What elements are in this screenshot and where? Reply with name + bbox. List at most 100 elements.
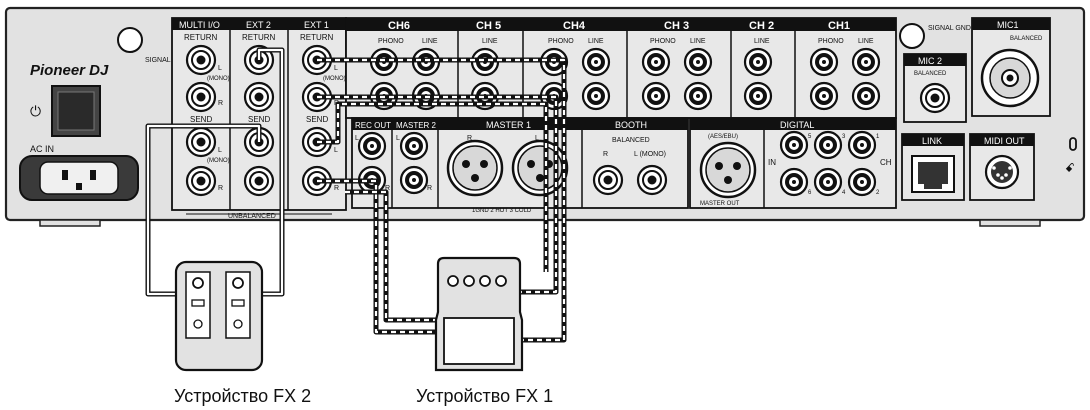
fx-device-1-label: Устройство FX 1 [416,386,554,406]
digital-in-1-rca[interactable] [847,130,877,160]
ch3-line-r-rca[interactable] [683,81,713,111]
ch1-line-r-rca[interactable] [851,81,881,111]
multi-io-return-l-jack[interactable] [185,44,217,76]
ch1-phono-r-rca[interactable] [809,81,839,111]
mic1-label: MIC1 [997,20,1019,30]
mic2-jack[interactable] [919,82,951,114]
ext2-return-r-jack[interactable] [243,81,275,113]
fx2-input-jack[interactable] [192,277,204,289]
fx2-output-jack[interactable] [232,277,244,289]
master1-r-label: R [467,135,472,142]
master1-r-xlr[interactable] [446,139,504,197]
rec-out-l-rca[interactable] [357,131,387,161]
fx1-knob-2[interactable] [463,275,475,287]
pin-legend: 1GND 2 HOT 3 COLD [472,208,532,214]
link-label: LINK [922,136,942,146]
ext1-return-label: RETURN [300,33,334,42]
digital-master-out-xlr[interactable] [699,141,757,199]
signal-gnd-label-left: SIGNAL GND [145,57,188,64]
cable-fx1-return-b [317,94,559,295]
rec-out-label: REC OUT [355,121,391,130]
ch4-phono-label: PHONO [548,38,574,45]
multi-io-header [172,18,230,30]
ch6-line-label: LINE [422,38,438,45]
pioneer-dj-logo: Pioneer DJ [30,62,109,79]
multi-io-send-l-jack[interactable] [185,126,217,158]
fx1-footswitch[interactable] [443,317,515,365]
fx-device-2-label: Устройство FX 2 [174,386,312,406]
ch4-line-r-rca[interactable] [581,81,611,111]
ch1-line-l-rca[interactable] [851,47,881,77]
mic1-balanced-label: BALANCED [1010,36,1043,42]
ch3-phono-l-rca[interactable] [641,47,671,77]
mic2-balanced-label: BALANCED [914,71,947,77]
fx1-knob-4[interactable] [495,275,507,287]
ch3-phono-label: PHONO [650,38,676,45]
digital-label: DIGITAL [780,120,814,130]
unbalanced-label: UNBALANCED [228,213,276,220]
multi-io-return-r-jack[interactable] [185,81,217,113]
rec-out-l-label: L [355,135,359,142]
rec-out-r-label: R [385,185,390,192]
ch6-phono-label: PHONO [378,38,404,45]
fx1-knob-3[interactable] [479,275,491,287]
digital-num-5: 5 [808,134,812,140]
multi-io-r-label: R [218,100,223,107]
multi-io-send-l-label: L [218,147,222,154]
master2-l-label: L [396,135,400,142]
ext1-header [288,18,346,30]
ext1-send-l-label: L [334,147,338,154]
digital-in-4-rca[interactable] [813,167,843,197]
digital-num-1: 1 [876,134,880,140]
master2-l-rca[interactable] [399,131,429,161]
digital-in-6-rca[interactable] [779,167,809,197]
digital-in-5-rca[interactable] [779,130,809,160]
aes-ebu-label: (AES/EBU) [708,134,738,140]
multi-io-send-mono-label: (MONO) [207,158,230,164]
cable-fx2-return [256,47,285,297]
digital-num-4: 4 [842,190,846,196]
cable-fx1-return-a [317,57,567,343]
ch4-line-l-rca[interactable] [581,47,611,77]
ch2-line-r-rca[interactable] [743,81,773,111]
booth-balanced-label: BALANCED [612,137,650,144]
chassis-foot-left [39,219,101,227]
ch1-line-label: LINE [858,38,874,45]
ch2-line-l-rca[interactable] [743,47,773,77]
booth-l-jack[interactable] [636,164,668,196]
master1-l-xlr[interactable] [511,139,569,197]
digital-in-2-rca[interactable] [847,167,877,197]
ext1-l-label: L [334,65,338,72]
multi-io-l-label: L [218,65,222,72]
master1-label: MASTER 1 [486,120,531,130]
ch3-label: CH 3 [664,20,689,32]
booth-r-jack[interactable] [592,164,624,196]
ch3-phono-r-rca[interactable] [641,81,671,111]
ch1-label: CH1 [828,20,850,32]
cable-fx1-send-c [345,189,440,323]
kensington-lock-icon: ꗃ [1065,161,1075,175]
master1-l-label: L [535,135,539,142]
multi-io-send-r-jack[interactable] [185,165,217,197]
booth-r-label: R [603,151,608,158]
master2-r-rca[interactable] [399,165,429,195]
ac-in-label: AC IN [30,144,54,154]
ch4-line-label: LINE [588,38,604,45]
ext2-send-r-jack[interactable] [243,165,275,197]
fx1-knob-1[interactable] [447,275,459,287]
ext2-send-label: SEND [248,115,270,124]
booth-label: BOOTH [615,120,647,130]
ext2-label: EXT 2 [246,20,271,30]
ch2-label: CH 2 [749,20,774,32]
digital-in-3-rca[interactable] [813,130,843,160]
signal-gnd-terminal-left [117,27,143,53]
ch3-line-label: LINE [690,38,706,45]
ch1-phono-l-rca[interactable] [809,47,839,77]
signal-gnd-label-right: SIGNAL GND [928,25,971,32]
ext1-label: EXT 1 [304,20,329,30]
booth-l-mono-label: L (MONO) [634,151,666,158]
ch5-label: CH 5 [476,20,501,32]
ch6-label: CH6 [388,20,410,32]
ch3-line-l-rca[interactable] [683,47,713,77]
